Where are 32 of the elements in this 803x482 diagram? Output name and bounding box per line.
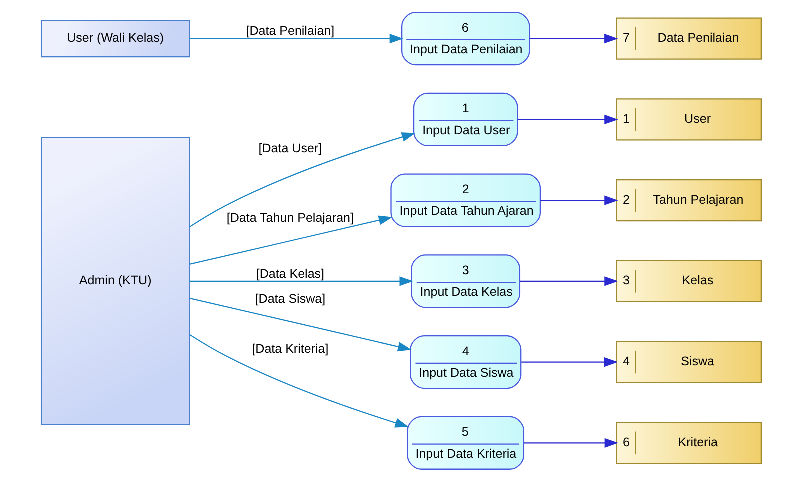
edge-label: [Data Penilaian] xyxy=(246,24,335,38)
arrow xyxy=(190,276,414,286)
edge-label: [Data Siswa] xyxy=(255,292,326,306)
node-box: 6 Input Data Penilaian xyxy=(402,12,530,66)
node-box: Admin (KTU) xyxy=(40,137,190,426)
arrow xyxy=(190,34,404,44)
arrow xyxy=(189,334,410,428)
node-box: User (Wali Kelas) xyxy=(40,20,190,58)
node-box: 1 Input Data User xyxy=(413,92,518,146)
arrow xyxy=(518,114,618,124)
edge-label: [Data Tahun Pelajaran] xyxy=(226,210,354,225)
arrow xyxy=(522,358,618,368)
node-box: 5 Input Data Kriteria xyxy=(407,416,525,470)
arrow xyxy=(190,216,393,266)
node-box: 3 Kelas xyxy=(616,260,762,302)
edge-label: [Data Kelas] xyxy=(256,266,325,281)
arrow xyxy=(524,438,619,448)
node-box: 7 Data Penilaian xyxy=(616,18,762,60)
node-box: 4 Input Data Siswa xyxy=(410,336,522,390)
arrow xyxy=(520,276,618,286)
arrow xyxy=(530,34,618,44)
node-box: 2 Input Data Tahun Ajaran xyxy=(390,174,542,228)
node-box: 4 Siswa xyxy=(616,341,762,384)
arrow xyxy=(540,196,618,206)
node-box: 6 Kriteria xyxy=(616,422,762,464)
edge-label: [Data Kriteria] xyxy=(252,342,329,356)
arrow xyxy=(190,298,412,352)
node-box: 3 Input Data Kelas xyxy=(411,254,521,308)
node-box: 2 Tahun Pelajaran xyxy=(616,180,762,222)
node-box: 1 User xyxy=(616,98,762,141)
arrow xyxy=(189,132,416,228)
edge-label: [Data User] xyxy=(258,141,322,156)
